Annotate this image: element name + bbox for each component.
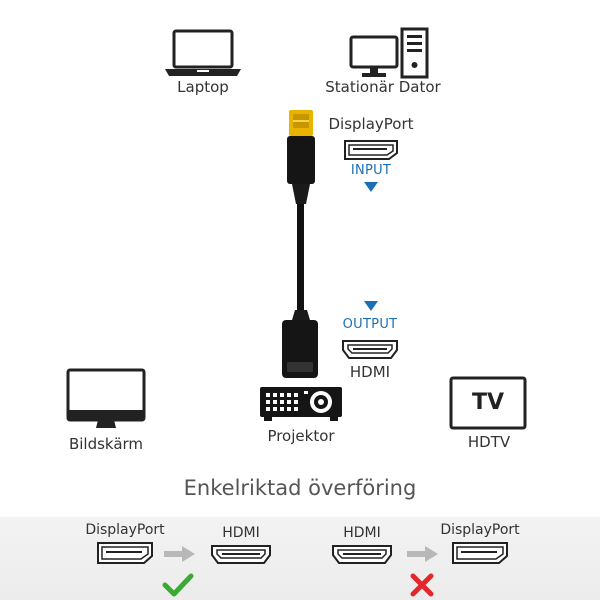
hdmi-connector-icon (211, 545, 271, 564)
compat-from-label: DisplayPort (85, 522, 165, 538)
displayport-connector-icon (452, 542, 508, 564)
monitor-icon (66, 368, 146, 428)
compat-to-label: HDMI (222, 525, 260, 541)
hdmi-connector-icon (342, 340, 398, 359)
cross-icon (410, 573, 434, 597)
input-port-label: DisplayPort (328, 115, 414, 133)
displayport-connector-icon (344, 140, 398, 160)
desktop-computer-icon (349, 27, 429, 79)
projector-icon (260, 387, 342, 421)
desktop-label: Stationär Dator (325, 78, 441, 96)
tv-icon (449, 376, 527, 430)
output-arrow-icon (364, 301, 378, 311)
laptop-icon (165, 29, 241, 76)
monitor-label: Bildskärm (68, 435, 144, 453)
direction-title: Enkelriktad överföring (183, 476, 417, 500)
displayport-to-hdmi-adapter (282, 110, 318, 378)
output-label: OUTPUT (342, 317, 398, 332)
laptop-label: Laptop (177, 78, 229, 96)
tv-label: HDTV (467, 433, 511, 451)
input-label: INPUT (350, 163, 392, 178)
hdmi-connector-icon (332, 545, 392, 564)
compat-to-label: DisplayPort (440, 522, 520, 538)
tv-screen-text: TV (471, 390, 505, 415)
projector-label: Projektor (267, 427, 335, 445)
check-icon (162, 573, 194, 597)
direction-arrow-icon (407, 546, 438, 562)
direction-arrow-icon (164, 546, 195, 562)
compat-from-label: HDMI (343, 525, 381, 541)
input-arrow-icon (364, 182, 378, 192)
output-port-label: HDMI (349, 363, 391, 381)
displayport-connector-icon (97, 542, 153, 564)
